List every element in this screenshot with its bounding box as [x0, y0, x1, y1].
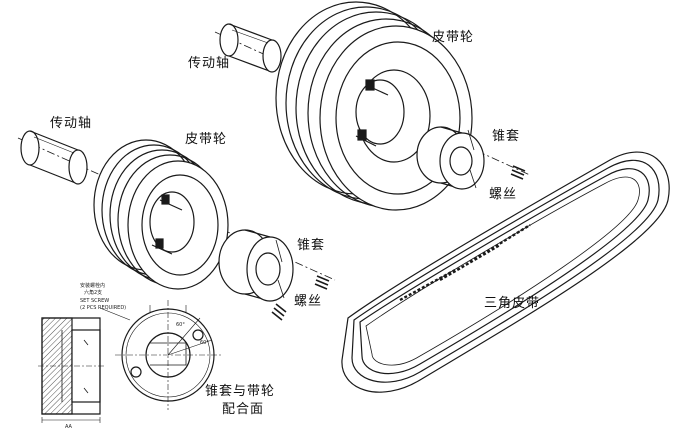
- detail-angle-a: 60°: [176, 322, 185, 328]
- v-belt: [341, 151, 670, 393]
- label-taper-bush-top: 锥套: [492, 129, 521, 144]
- set-screw-lower: [271, 303, 287, 321]
- end-view: [115, 300, 222, 410]
- detail-note-cn-2: 六角2支: [84, 290, 103, 296]
- set-screw-mid: [314, 275, 330, 290]
- label-drive-shaft-top: 传动轴: [188, 56, 231, 71]
- label-mating-line-1: 锥套与带轮: [205, 384, 276, 399]
- label-taper-bush-mid: 锥套: [297, 238, 326, 253]
- taper-bush-top: [416, 126, 485, 190]
- section-view: [38, 317, 104, 423]
- detail-note-cn-1: 安装螺栓内: [80, 283, 106, 289]
- callout-leader: [99, 307, 131, 321]
- label-set-screw-top: 螺丝: [489, 187, 518, 202]
- set-screw-top: [510, 165, 526, 180]
- label-mating-line-2: 配合面: [222, 402, 265, 417]
- label-v-belt: 三角皮带: [484, 296, 541, 311]
- label-pulley-left: 皮带轮: [185, 132, 228, 147]
- label-drive-shaft-left: 传动轴: [50, 116, 93, 131]
- taper-bush-mid: [218, 229, 294, 302]
- drive-shaft-top: [219, 23, 282, 73]
- detail-dimension: AA: [65, 424, 72, 430]
- drive-shaft-left: [20, 130, 88, 185]
- pulley-top: [275, 1, 473, 211]
- detail-angle-b: 60°: [200, 340, 209, 346]
- detail-note-en-1: SET SCREW: [80, 298, 110, 304]
- pulley-left: [93, 139, 229, 290]
- detail-note-en-2: (2 PCS REQUIRED): [80, 305, 127, 311]
- label-pulley-top: 皮带轮: [432, 30, 475, 45]
- label-set-screw-mid: 螺丝: [294, 294, 323, 309]
